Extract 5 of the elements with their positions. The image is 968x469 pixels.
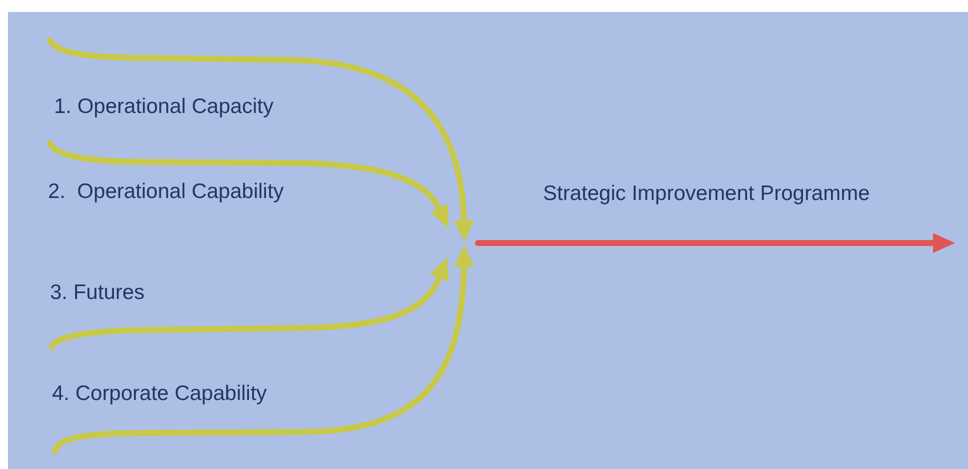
label-text: 4. Corporate Capability bbox=[52, 381, 267, 407]
label-text: 3. Futures bbox=[50, 280, 145, 306]
label-text: 2. Operational Capability bbox=[48, 179, 284, 205]
label-text: Strategic Improvement Programme bbox=[543, 181, 870, 207]
label-text: 1. Operational Capacity bbox=[54, 94, 274, 120]
